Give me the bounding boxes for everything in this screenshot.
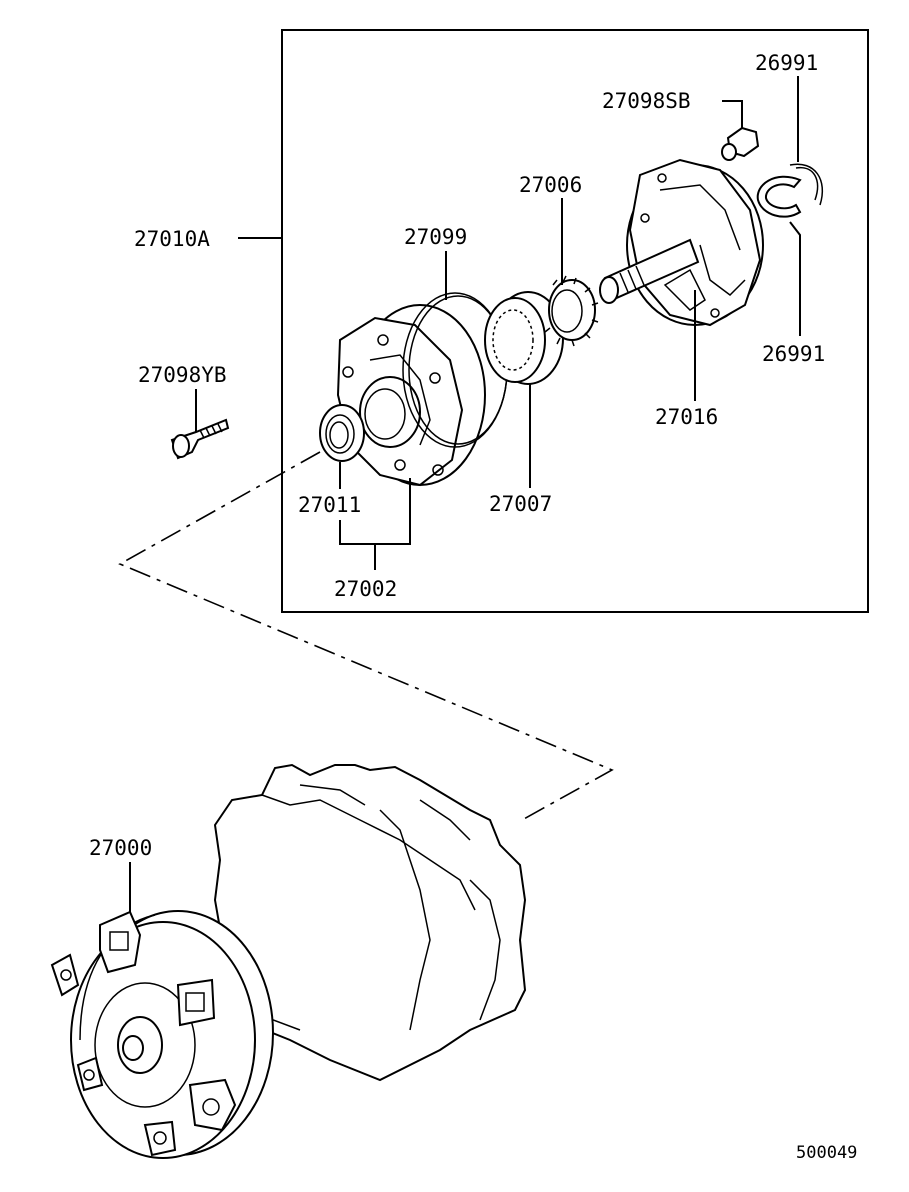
label-27007: 27007 [489, 492, 552, 516]
stator-shaft-27016 [599, 158, 764, 327]
assembly-group-box [281, 29, 869, 613]
label-27000: 27000 [89, 836, 152, 860]
seal-ring-26991-bottom [756, 175, 802, 218]
label-27006: 27006 [519, 173, 582, 197]
outer-gear-27007 [484, 291, 564, 385]
pump-housing-27002 [336, 304, 486, 487]
label-27098SB: 27098SB [602, 89, 691, 113]
bolt-27098YB [170, 418, 230, 460]
label-27010A: 27010A [134, 227, 210, 251]
bolt-27098SB [721, 126, 760, 161]
torque-converter-27000 [50, 910, 274, 1159]
inner-gear-27006 [544, 275, 599, 347]
leader-lines [129, 76, 801, 912]
reference-dash-lines [118, 451, 614, 821]
oil-seal-27011 [319, 404, 365, 462]
label-27099: 27099 [404, 225, 467, 249]
label-27098YB: 27098YB [138, 363, 227, 387]
seal-ring-26991-top [789, 163, 824, 206]
label-27011: 27011 [298, 493, 361, 517]
label-26991-top: 26991 [755, 51, 818, 75]
part-labels: 26991 27098SB 27006 27010A 27099 26991 2… [89, 51, 825, 860]
label-27002: 27002 [334, 577, 397, 601]
figure-number: 500049 [796, 1143, 857, 1163]
label-27016: 27016 [655, 405, 718, 429]
label-26991-bottom: 26991 [762, 342, 825, 366]
